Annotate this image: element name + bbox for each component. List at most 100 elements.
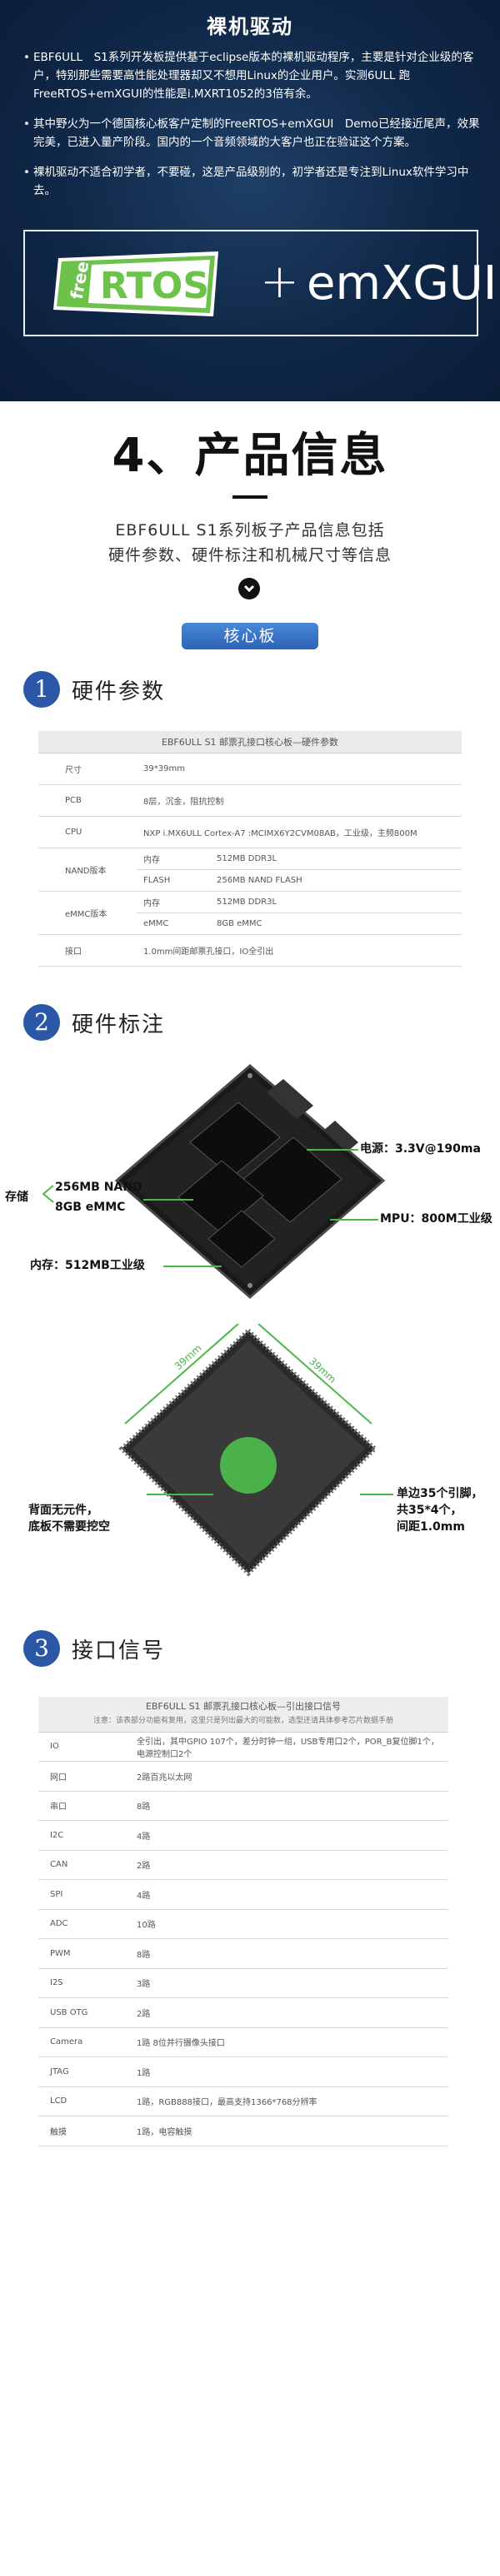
sub-label: FLASH xyxy=(137,869,210,892)
row-value: 2路 xyxy=(130,1850,448,1880)
ram-callout-line xyxy=(163,1266,222,1267)
banner-title: 裸机驱动 xyxy=(207,15,293,38)
back-note: 背面无元件， 底板不需要挖空 xyxy=(28,1502,110,1535)
heading-underline xyxy=(232,495,268,499)
section-number-badge: 1 xyxy=(23,671,60,708)
bullet-dot: • xyxy=(23,51,30,64)
logo-plus: + xyxy=(260,255,299,309)
row-label: LCD xyxy=(38,2086,130,2116)
back-note-line: 底板不需要挖空 xyxy=(28,1520,110,1534)
row-label: I2C xyxy=(38,1820,130,1851)
ram-callout: 内存：512MB工业级 xyxy=(30,1259,145,1272)
row-label: CAN xyxy=(38,1850,130,1880)
board-top-illustration: 电源：3.3V@190ma 存储 256MB NAND 8GB eMMC MPU… xyxy=(0,1056,500,1305)
core-board-top-image xyxy=(114,1064,386,1299)
row-value: 8层，沉金，阻抗控制 xyxy=(137,784,462,817)
banner-bullet: •其中野火为一个德国核心板客户定制的FreeRTOS+emXGUI Demo已经… xyxy=(23,115,482,152)
storage-bracket-icon xyxy=(42,1185,54,1203)
bare-metal-banner: 裸机驱动 •EBF6ULL S1系列开发板提供基于eclipse版本的裸机驱动程… xyxy=(0,0,500,401)
row-value: 4路 xyxy=(130,1879,448,1910)
freertos-emxgui-logo-box: free RTOS + emXGUI xyxy=(23,230,497,336)
table-caption-text: EBF6ULL S1 邮票孔接口核心板—引出接口信号 xyxy=(145,1701,342,1713)
table-caption: EBF6ULL S1 邮票孔接口核心板—硬件参数 xyxy=(38,731,462,753)
power-callout: 电源：3.3V@190ma xyxy=(360,1142,481,1156)
board-bottom-illustration: 39mm 39mm 背面无元件， 底板不需要挖空 单边35个引脚， 共35*4个… xyxy=(0,1323,500,1582)
row-value: 1路，RGB888接口，最高支持1366*768分辨率 xyxy=(130,2086,448,2116)
section-number-badge: 2 xyxy=(23,1004,60,1041)
row-label: SPI xyxy=(38,1879,130,1910)
row-value: 256MB NAND FLASH xyxy=(210,869,462,892)
freertos-logo: free RTOS xyxy=(53,251,218,316)
section-title: 接口信号 xyxy=(72,1638,166,1663)
banner-bullet: •EBF6ULL S1系列开发板提供基于eclipse版本的裸机驱动程序，主要是… xyxy=(23,48,482,103)
storage-emmc: 8GB eMMC xyxy=(55,1201,126,1214)
bullet-text: 裸机驱动不适合初学者，不要碰，这是产品级别的，初学者还是专注到Linux软件学习… xyxy=(33,166,469,197)
banner-bullets: •EBF6ULL S1系列开发板提供基于eclipse版本的裸机驱动程序，主要是… xyxy=(23,48,482,211)
row-label: 触摸 xyxy=(38,2116,130,2146)
banner-bullet: •裸机驱动不适合初学者，不要碰，这是产品级别的，初学者还是专注到Linux软件学… xyxy=(23,163,482,200)
row-label: USB OTG xyxy=(38,1997,130,2028)
intro-line: 硬件参数、硬件标注和机械尺寸等信息 xyxy=(108,546,392,564)
section-number-badge: 3 xyxy=(23,1630,60,1667)
mpu-callout-line xyxy=(330,1219,378,1221)
storage-label: 存储 xyxy=(5,1191,28,1204)
bullet-text: EBF6ULL S1系列开发板提供基于eclipse版本的裸机驱动程序，主要是针… xyxy=(33,51,474,101)
back-note-line: 背面无元件， xyxy=(28,1504,98,1517)
row-value: 1路，电容触摸 xyxy=(130,2116,448,2146)
pin-callout-line xyxy=(360,1494,393,1495)
row-value: 1路 8位并行摄像头接口 xyxy=(130,2027,448,2057)
row-value: 8路 xyxy=(130,1938,448,1969)
row-label: ADC xyxy=(38,1909,130,1939)
storage-callout-line xyxy=(143,1199,193,1201)
row-value: 全引出，其中GPIO 107个，差分时钟一组，USB专用口2个，POR_B复位脚… xyxy=(130,1732,448,1762)
row-value: 4路 xyxy=(130,1820,448,1851)
row-value: 10路 xyxy=(130,1909,448,1939)
core-board-tag: 核心板 xyxy=(182,623,318,649)
row-label: eMMC版本 xyxy=(38,891,137,935)
row-value: 2路百兆以太网 xyxy=(130,1761,448,1792)
row-value: NXP i.MX6ULL Cortex-A7 :MCIMX6Y2CVM08AB，… xyxy=(137,816,462,848)
row-value: 512MB DDR3L xyxy=(210,891,462,913)
row-label: PCB xyxy=(38,784,137,817)
bullet-dot: • xyxy=(23,117,30,131)
logo-rtos-text: RTOS xyxy=(100,265,209,307)
pin-note-line: 间距1.0mm xyxy=(397,1520,465,1534)
sub-label: eMMC xyxy=(137,913,210,935)
row-label: CPU xyxy=(38,816,137,848)
chevron-down-icon xyxy=(238,578,260,599)
product-info-heading: 4、产品信息 xyxy=(112,429,388,483)
row-value: 3路 xyxy=(130,1968,448,1998)
storage-nand: 256MB NAND xyxy=(55,1181,142,1194)
product-intro: EBF6ULL S1系列板子产品信息包括 硬件参数、硬件标注和机械尺寸等信息 xyxy=(0,518,500,568)
pin-note-line: 共35*4个， xyxy=(397,1504,462,1517)
pin-note: 单边35个引脚， 共35*4个， 间距1.0mm xyxy=(397,1485,482,1535)
row-value: 1路 xyxy=(130,2056,448,2087)
logo-emxgui: emXGUI xyxy=(307,256,498,311)
table-note: 注意：该表部分功能有复用，这里只是列出最大的可能数，选型还请具体参考芯片数据手册 xyxy=(92,1717,393,1726)
pin-note-line: 单边35个引脚， xyxy=(397,1487,483,1500)
row-value: 512MB DDR3L xyxy=(210,848,462,870)
mpu-callout: MPU：800M工业级 xyxy=(380,1212,492,1226)
page-spacer xyxy=(0,401,500,2576)
back-callout-line xyxy=(147,1494,213,1495)
sub-label: 内存 xyxy=(137,891,210,913)
row-label: 接口 xyxy=(38,934,137,967)
